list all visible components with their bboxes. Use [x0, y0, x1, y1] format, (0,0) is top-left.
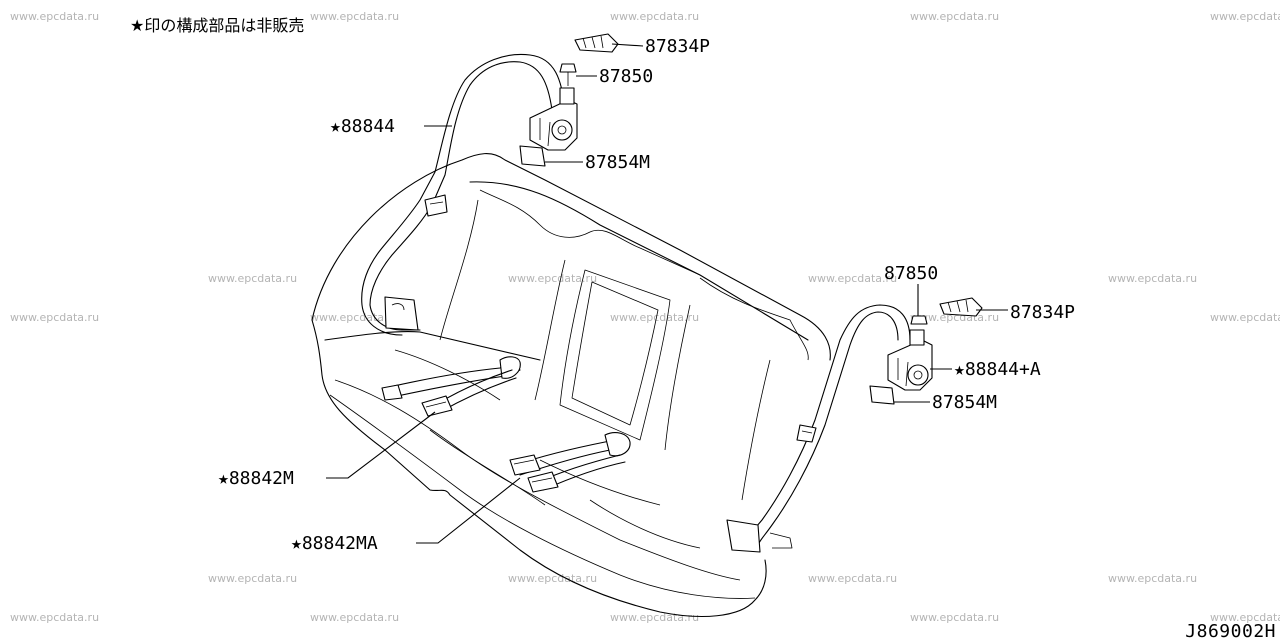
label-87850-left: 87850 — [599, 66, 653, 87]
right-buckle-set — [509, 432, 631, 493]
watermark: www.epcdata.ru — [508, 272, 598, 285]
label-87854m-right: 87854M — [932, 392, 997, 413]
watermark: www.epcdata.ru — [1210, 311, 1280, 324]
watermark: www.epcdata.ru — [808, 272, 898, 285]
left-retractor — [529, 87, 578, 151]
watermark: www.epcdata.ru — [10, 311, 100, 324]
label-87834p-right: 87834P — [1010, 302, 1075, 323]
label-88842ma: ★88842MA — [291, 533, 378, 554]
right-cover-clip — [939, 297, 983, 317]
watermark: www.epcdata.ru — [208, 272, 298, 285]
callouts: 87834P 87850 ★88844 87854M ★88842M ★8884… — [218, 36, 1075, 554]
label-87834p-left: 87834P — [645, 36, 710, 57]
watermark: www.epcdata.ru — [508, 572, 598, 585]
watermark: www.epcdata.ru — [208, 572, 298, 585]
rear-seat — [311, 153, 831, 618]
watermark: www.epcdata.ru — [10, 611, 100, 624]
left-retractor-belt — [361, 53, 566, 336]
watermark: www.epcdata.ru — [1108, 272, 1198, 285]
non-sale-note: ★印の構成部品は非販売 — [130, 16, 305, 35]
watermark: www.epcdata.ru — [610, 311, 700, 324]
label-88842m: ★88842M — [218, 468, 294, 489]
right-retractor-belt — [726, 304, 911, 553]
label-88844: ★88844 — [330, 116, 395, 137]
watermark: www.epcdata.ru — [1210, 10, 1280, 23]
watermark: www.epcdata.ru — [808, 572, 898, 585]
label-87854m-left: 87854M — [585, 152, 650, 173]
watermark: www.epcdata.ru — [310, 10, 400, 23]
drawing-code: J869002H — [1185, 621, 1276, 642]
watermark: www.epcdata.ru — [1108, 572, 1198, 585]
right-pad — [869, 385, 895, 405]
watermark: www.epcdata.ru — [310, 611, 400, 624]
watermark: www.epcdata.ru — [1210, 611, 1280, 624]
watermark: www.epcdata.ru — [10, 10, 100, 23]
watermark: www.epcdata.ru — [310, 311, 400, 324]
label-87850-right: 87850 — [884, 263, 938, 284]
label-88844a: ★88844+A — [954, 359, 1041, 380]
left-buckle-set — [381, 356, 521, 417]
watermark: www.epcdata.ru — [610, 10, 700, 23]
watermark: www.epcdata.ru — [910, 611, 1000, 624]
left-pad — [519, 145, 546, 167]
watermark: www.epcdata.ru — [910, 10, 1000, 23]
right-retractor — [887, 329, 933, 391]
left-bolt — [559, 63, 577, 86]
right-bolt — [910, 315, 928, 325]
left-cover-clip — [574, 33, 619, 53]
